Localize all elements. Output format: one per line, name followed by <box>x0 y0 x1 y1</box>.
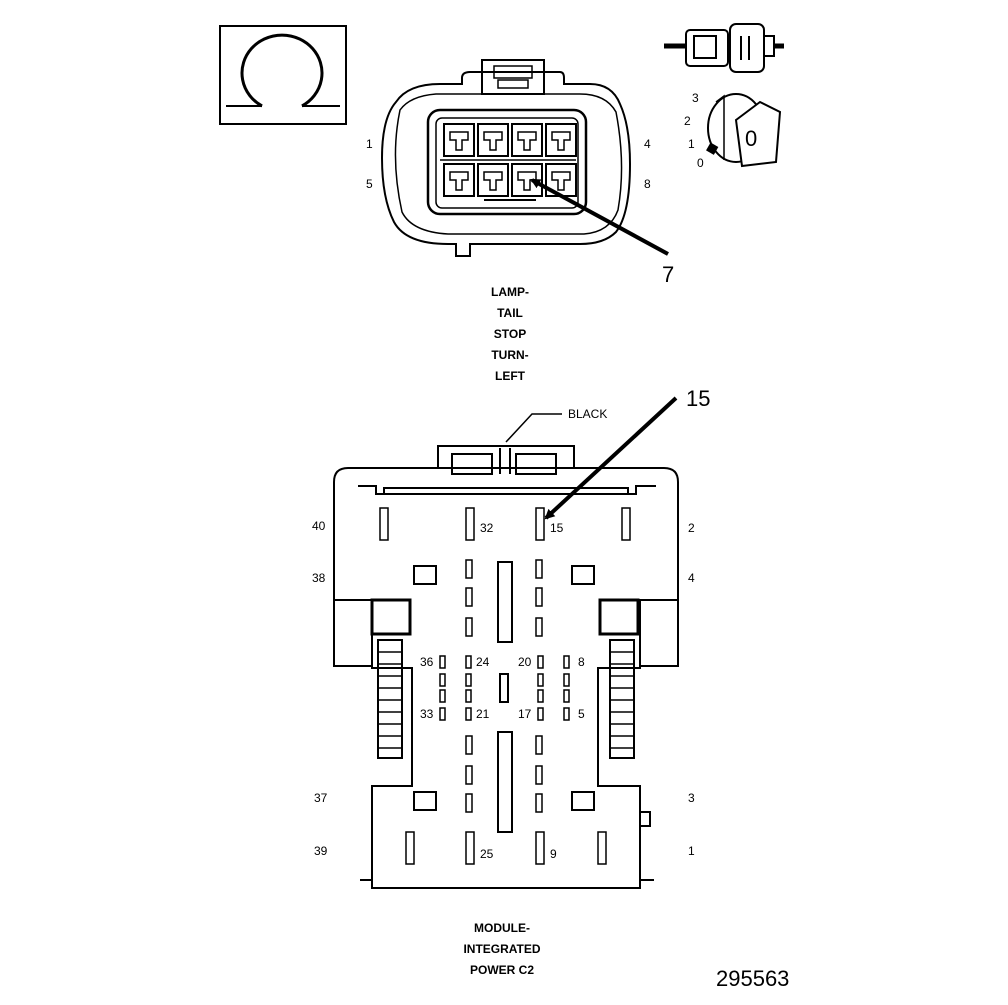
pin-label-36: 36 <box>420 655 434 669</box>
lock-position-icon: 3 2 1 0 0 <box>684 91 782 170</box>
callout-arrow-7 <box>530 178 669 256</box>
caption-line: TURN- <box>491 348 528 362</box>
pin-label-4: 4 <box>688 571 695 585</box>
pin-label-33: 33 <box>420 707 434 721</box>
lock-value: 0 <box>745 126 757 151</box>
pin-label-5: 5 <box>366 177 373 191</box>
pin-label-24: 24 <box>476 655 490 669</box>
caption-line: STOP <box>494 327 526 341</box>
color-leader-line <box>505 413 562 443</box>
caption-line: LAMP- <box>491 285 529 299</box>
pin-label-32: 32 <box>480 521 494 535</box>
lamp-connector: 1 4 5 8 7 LAMP- TAIL STOP TURN- LEFT <box>366 59 674 383</box>
pin-label-25: 25 <box>480 847 494 861</box>
pin-label-17: 17 <box>518 707 532 721</box>
lock-position-3: 3 <box>692 91 699 105</box>
lock-position-1: 1 <box>688 137 695 151</box>
pin-label-8: 8 <box>644 177 651 191</box>
pin-label-2: 2 <box>688 521 695 535</box>
pin-label-9: 9 <box>550 847 557 861</box>
pin-label-4: 4 <box>644 137 651 151</box>
module-connector: BLACK 15 40 38 37 39 2 4 3 1 32 15 36 24… <box>312 386 710 977</box>
lock-position-2: 2 <box>684 114 691 128</box>
caption-line: POWER C2 <box>470 963 534 977</box>
pin-label-3: 3 <box>688 791 695 805</box>
callout-7: 7 <box>662 262 674 287</box>
pin-label-37: 37 <box>314 791 328 805</box>
pin-label-21: 21 <box>476 707 490 721</box>
pin-label-38: 38 <box>312 571 326 585</box>
caption-line: TAIL <box>497 306 523 320</box>
pin-label-39: 39 <box>314 844 328 858</box>
caption-line: INTEGRATED <box>463 942 540 956</box>
pin-label-1: 1 <box>688 844 695 858</box>
pin-label-5: 5 <box>578 707 585 721</box>
pin-label-15: 15 <box>550 521 564 535</box>
ohm-symbol-icon <box>219 25 347 125</box>
caption-line: MODULE- <box>474 921 530 935</box>
pin-label-8: 8 <box>578 655 585 669</box>
pin-label-40: 40 <box>312 519 326 533</box>
caption-line: LEFT <box>495 369 526 383</box>
lock-position-0: 0 <box>697 156 704 170</box>
figure-number: 295563 <box>716 966 789 991</box>
terminal-crimp-icon <box>664 23 784 73</box>
pin-label-20: 20 <box>518 655 532 669</box>
callout-arrow-15 <box>544 396 678 520</box>
callout-15: 15 <box>686 386 710 411</box>
pin-label-1: 1 <box>366 137 373 151</box>
connector-color-label: BLACK <box>568 407 607 421</box>
